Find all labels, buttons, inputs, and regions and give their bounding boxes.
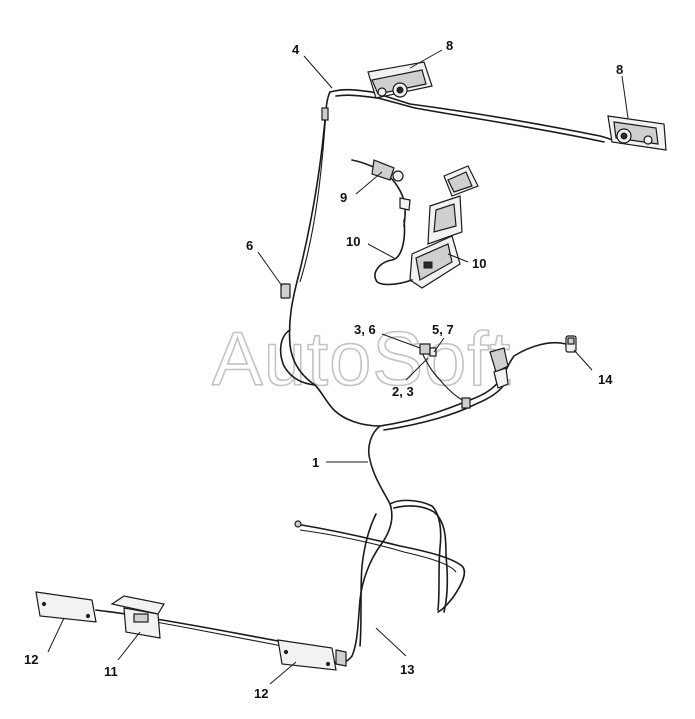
cross-rail-wire-2 <box>299 529 457 573</box>
callout-14: 14 <box>598 372 613 387</box>
main-harness-center-2 <box>383 381 507 431</box>
connector-6 <box>280 283 291 299</box>
tail-lamp-right <box>277 639 347 671</box>
console-cable <box>374 219 413 286</box>
callout-1: 1 <box>312 455 319 470</box>
callout-8-left: 8 <box>446 38 453 53</box>
connector-14 <box>565 335 577 353</box>
callout-11: 11 <box>104 664 118 679</box>
callout-10-right: 10 <box>472 256 486 271</box>
top-harness-wire <box>329 88 619 143</box>
lower-harness-loop-2 <box>393 505 449 613</box>
leader-lines <box>47 49 629 685</box>
callout-13: 13 <box>400 662 414 677</box>
control-console <box>409 165 479 289</box>
left-vertical-harness <box>288 91 381 427</box>
callout-6: 6 <box>246 238 253 253</box>
callout-12-right: 12 <box>254 686 268 701</box>
callout-10-left: 10 <box>346 234 360 249</box>
plate-holder-11 <box>110 595 165 639</box>
watermark: AutoSoft <box>212 317 512 402</box>
right-connector-cluster <box>461 347 509 409</box>
work-lamp-right <box>607 115 667 151</box>
callout-9: 9 <box>340 190 347 205</box>
lower-harness-13b <box>359 513 377 647</box>
left-loop <box>279 329 316 386</box>
left-vertical-harness-branch <box>299 111 327 283</box>
bottom-rail-wire <box>95 609 285 643</box>
sensor-branch-2-3 <box>419 347 471 405</box>
lower-harness-loop <box>389 499 442 611</box>
callout-5-7: 5, 7 <box>432 322 454 337</box>
callout-3-6: 3, 6 <box>354 322 376 337</box>
harness-clip <box>321 107 329 121</box>
lower-harness-13 <box>333 545 381 664</box>
work-lamp-left <box>367 61 433 99</box>
lower-harness-1 <box>367 425 393 547</box>
tail-lamp-left <box>35 591 97 623</box>
callout-2-3: 2, 3 <box>392 384 414 399</box>
sensor-9 <box>351 159 411 227</box>
cross-rail-wire <box>295 523 466 613</box>
connector-3-6 <box>419 343 437 357</box>
callout-4: 4 <box>292 42 300 57</box>
rail-end <box>294 520 302 528</box>
callout-12-left: 12 <box>24 652 38 667</box>
bottom-rail-wire-2 <box>155 621 283 647</box>
callout-8-right: 8 <box>616 62 623 77</box>
top-harness-wire-secondary <box>335 94 605 143</box>
